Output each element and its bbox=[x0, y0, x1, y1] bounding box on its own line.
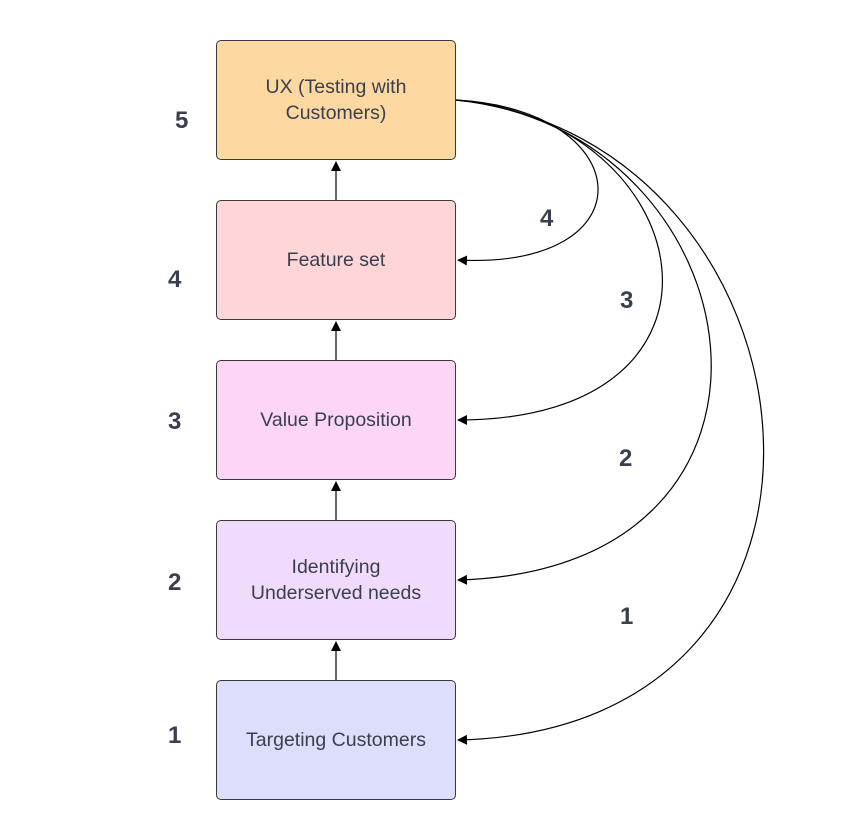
node-ux-testing-label: UX (Testing with Customers) bbox=[265, 76, 407, 124]
loop-number-2: 2 bbox=[619, 445, 633, 472]
level-number-2: 2 bbox=[168, 569, 182, 596]
node-underserved-needs-label: Identifying Underserved needs bbox=[250, 556, 422, 604]
level-number-3: 3 bbox=[168, 408, 182, 435]
node-ux-testing: UX (Testing with Customers) bbox=[216, 40, 456, 160]
loop-number-1: 1 bbox=[620, 603, 634, 630]
loop-number-4: 4 bbox=[540, 205, 554, 232]
node-underserved-needs: Identifying Underserved needs bbox=[216, 520, 456, 640]
level-number-5: 5 bbox=[175, 107, 189, 134]
node-targeting-customers: Targeting Customers bbox=[216, 680, 456, 800]
node-targeting-customers-label: Targeting Customers bbox=[246, 729, 426, 751]
feedback-arrow-4 bbox=[455, 99, 599, 266]
level-number-1: 1 bbox=[168, 722, 182, 749]
node-feature-set: Feature set bbox=[216, 200, 456, 320]
node-feature-set-label: Feature set bbox=[286, 249, 386, 271]
level-number-4: 4 bbox=[168, 266, 182, 293]
feedback-arrow-2 bbox=[455, 99, 712, 585]
feedback-arrow-1 bbox=[455, 99, 765, 745]
node-value-proposition: Value Proposition bbox=[216, 360, 456, 480]
loop-number-3: 3 bbox=[620, 287, 634, 314]
node-value-proposition-label: Value Proposition bbox=[260, 409, 412, 431]
